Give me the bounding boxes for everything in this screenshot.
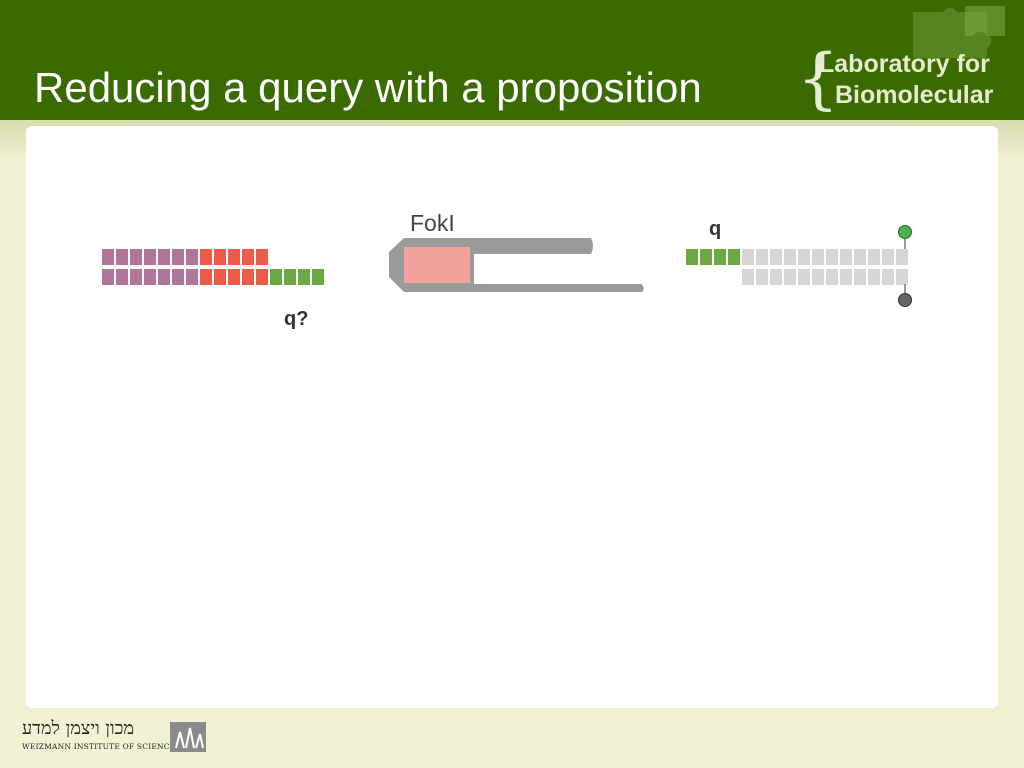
proposition-top-strand-block bbox=[728, 249, 740, 265]
query-top-strand-block bbox=[144, 249, 156, 265]
query-label: q? bbox=[284, 308, 308, 330]
query-bottom-strand-block bbox=[172, 269, 184, 285]
proposition-bottom-strand-block bbox=[784, 269, 796, 285]
query-top-strand-block bbox=[116, 249, 128, 265]
proposition-top-strand-block bbox=[700, 249, 712, 265]
proposition-bottom-strand-block bbox=[854, 269, 866, 285]
proposition-top-strand-block bbox=[714, 249, 726, 265]
proposition-top-strand-block bbox=[784, 249, 796, 265]
proposition-label: q bbox=[709, 218, 721, 240]
proposition-bottom-strand-block bbox=[840, 269, 852, 285]
query-dna-strand bbox=[102, 249, 324, 285]
gray-bead-icon bbox=[898, 293, 912, 307]
proposition-top-strand-block bbox=[882, 249, 894, 265]
query-bottom-strand-block bbox=[256, 269, 268, 285]
proposition-bottom-strand-block bbox=[882, 269, 894, 285]
lab-logo-line2: Biomolecular bbox=[835, 81, 994, 109]
foki-enzyme: FokI bbox=[389, 210, 644, 292]
proposition-top-strand-block bbox=[854, 249, 866, 265]
green-bead-icon bbox=[898, 225, 912, 239]
proposition-top-strand-block bbox=[770, 249, 782, 265]
proposition-top-strand-block bbox=[686, 249, 698, 265]
query-top-strand-block bbox=[172, 249, 184, 265]
brace-icon: { bbox=[797, 40, 839, 117]
slide-title: Reducing a query with a proposition bbox=[34, 64, 702, 111]
proposition-bottom-strand-block bbox=[868, 269, 880, 285]
proposition-bottom-strand-block bbox=[826, 269, 838, 285]
query-bottom-strand-block bbox=[214, 269, 226, 285]
query-top-strand-block bbox=[200, 249, 212, 265]
slide-content-area: q? FokI q bbox=[26, 126, 998, 708]
query-bottom-strand-block bbox=[144, 269, 156, 285]
proposition-top-strand-block bbox=[868, 249, 880, 265]
query-bottom-strand-block bbox=[158, 269, 170, 285]
proposition-top-strand-block bbox=[896, 249, 908, 265]
proposition-bottom-strand-block bbox=[798, 269, 810, 285]
enzyme-label: FokI bbox=[410, 210, 455, 236]
query-top-strand-block bbox=[214, 249, 226, 265]
lab-logo: { Laboratory for Biomolecular bbox=[795, 0, 1024, 120]
proposition-bottom-strand-block bbox=[770, 269, 782, 285]
weizmann-logo: מכון ויצמן למדע WEIZMANN INSTITUTE OF SC… bbox=[22, 718, 212, 758]
enzyme-cleavage-domain bbox=[404, 247, 470, 283]
query-bottom-strand-block bbox=[284, 269, 296, 285]
weizmann-emblem-icon bbox=[170, 722, 206, 752]
institute-hebrew-name: מכון ויצמן למדע bbox=[22, 718, 135, 739]
query-bottom-strand-block bbox=[186, 269, 198, 285]
query-bottom-strand-block bbox=[270, 269, 282, 285]
query-top-strand-block bbox=[130, 249, 142, 265]
query-top-strand-block bbox=[256, 249, 268, 265]
proposition-top-strand-block bbox=[840, 249, 852, 265]
proposition-bottom-strand-block bbox=[742, 269, 754, 285]
query-bottom-strand-block bbox=[200, 269, 212, 285]
proposition-dna-strand bbox=[686, 249, 908, 285]
query-bottom-strand-block bbox=[242, 269, 254, 285]
proposition-top-strand-block bbox=[812, 249, 824, 265]
proposition-bottom-strand-block bbox=[756, 269, 768, 285]
query-top-strand-block bbox=[158, 249, 170, 265]
query-top-strand-block bbox=[228, 249, 240, 265]
query-bottom-strand-block bbox=[228, 269, 240, 285]
query-bottom-strand-block bbox=[298, 269, 310, 285]
proposition-top-strand-block bbox=[756, 249, 768, 265]
institute-english-name: WEIZMANN INSTITUTE OF SCIENCE bbox=[22, 742, 176, 751]
lab-logo-line1: Laboratory for bbox=[819, 50, 990, 78]
query-bottom-strand-block bbox=[130, 269, 142, 285]
proposition-bottom-strand-block bbox=[812, 269, 824, 285]
query-top-strand-block bbox=[242, 249, 254, 265]
puzzle-logo-icon bbox=[913, 6, 1005, 58]
proposition-top-strand-block bbox=[742, 249, 754, 265]
query-top-strand-block bbox=[186, 249, 198, 265]
proposition-bottom-strand-block bbox=[896, 269, 908, 285]
proposition-top-strand-block bbox=[798, 249, 810, 265]
query-bottom-strand-block bbox=[312, 269, 324, 285]
proposition-top-strand-block bbox=[826, 249, 838, 265]
query-bottom-strand-block bbox=[116, 269, 128, 285]
slide-header: Reducing a query with a proposition { La… bbox=[0, 0, 1024, 120]
reduction-diagram: q? FokI q bbox=[102, 210, 912, 330]
query-bottom-strand-block bbox=[102, 269, 114, 285]
query-top-strand-block bbox=[102, 249, 114, 265]
